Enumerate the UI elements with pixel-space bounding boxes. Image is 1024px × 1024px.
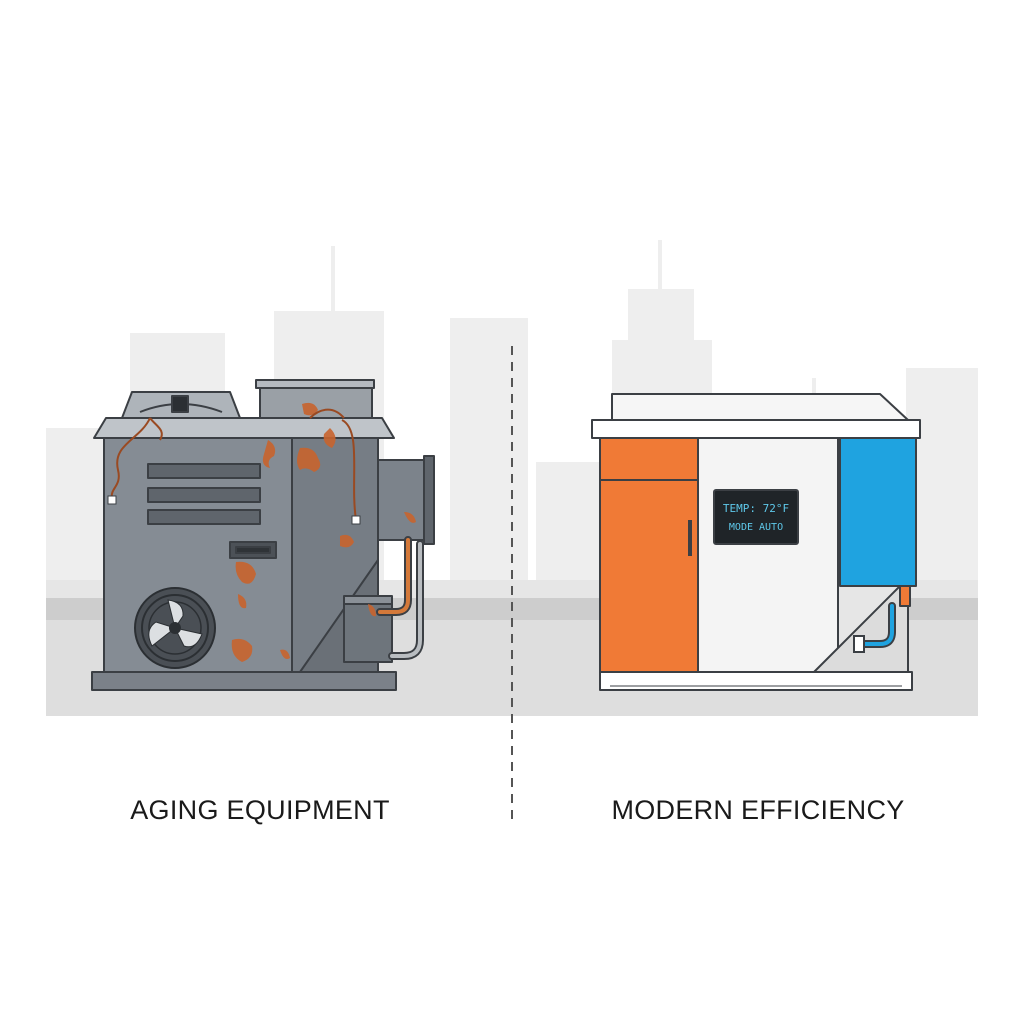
- caption-aging-equipment: AGING EQUIPMENT: [130, 795, 390, 825]
- rust-stains: [231, 402, 416, 662]
- modern-hvac-unit: [591, 393, 921, 691]
- city-skyline-background: [46, 240, 978, 598]
- wire-end: [107, 495, 117, 505]
- wire-end: [351, 515, 361, 525]
- fan-icon: [134, 587, 216, 669]
- frayed-wires: [110, 408, 357, 521]
- modern-pipes: [853, 602, 896, 653]
- display-mode-line: MODE AUTO: [729, 522, 783, 533]
- caption-modern-efficiency: MODERN EFFICIENCY: [611, 795, 905, 825]
- display-temp-line: TEMP: 72°F: [723, 502, 789, 515]
- thermostat-display: TEMP: 72°F MODE AUTO: [713, 489, 799, 545]
- old-pipes: [376, 536, 424, 660]
